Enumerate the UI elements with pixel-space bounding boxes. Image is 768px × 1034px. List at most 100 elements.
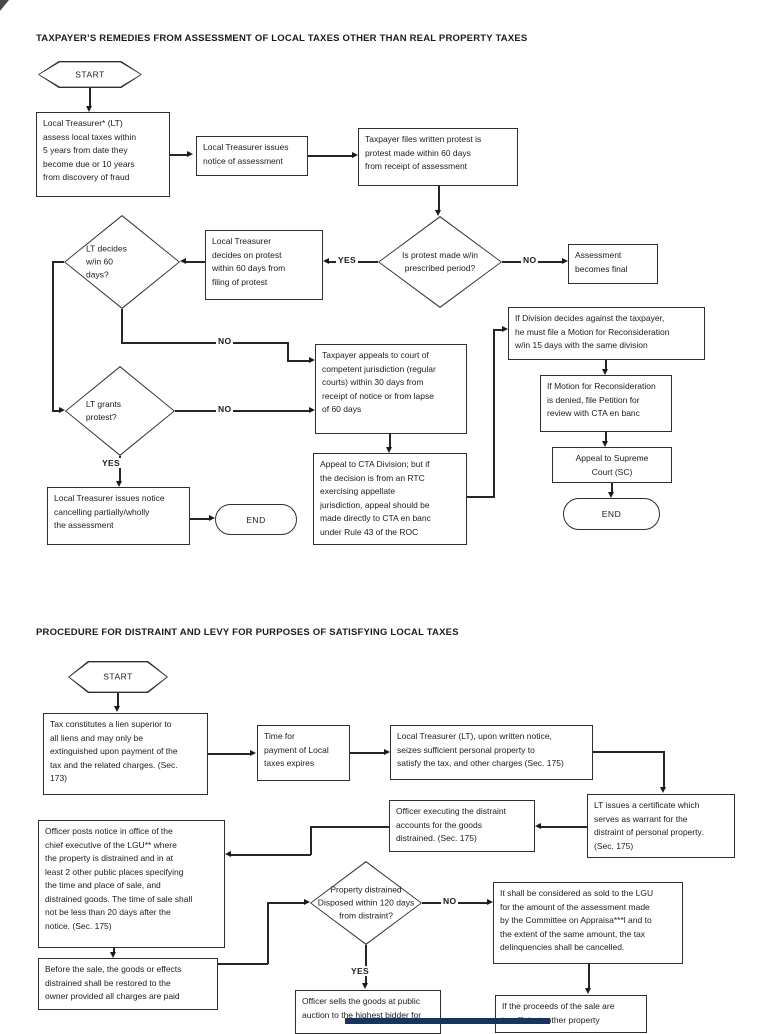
flow-line [218, 963, 268, 965]
node-auction: Officer sells the goods at public auctio… [295, 990, 441, 1034]
label-no: NO [441, 896, 459, 906]
flow-line [287, 360, 309, 362]
node-cta-division: Appeal to CTA Division; but if the decis… [313, 453, 467, 545]
flow-line [186, 261, 205, 263]
arrowhead [187, 151, 193, 157]
decision-lt-decides-60: LT decides w/in 60 days? [64, 215, 180, 309]
arrowhead [608, 492, 614, 498]
node-time-expires: Time for payment of Local taxes expires [257, 725, 350, 781]
flow-line [119, 456, 121, 482]
flow-line [310, 826, 389, 828]
flow-line [287, 342, 289, 361]
flow-line [611, 483, 613, 493]
flow-line [467, 496, 494, 498]
node-tax-lien: Tax constitutes a lien superior to all l… [43, 713, 208, 795]
start-label: START [75, 69, 105, 79]
arrowhead [585, 988, 591, 994]
arrowhead [86, 106, 92, 112]
arrowhead [59, 407, 65, 413]
flow-line [121, 342, 288, 344]
decision-protest-period: Is protest made w/in prescribed period? [378, 216, 502, 308]
label-yes: YES [349, 966, 371, 976]
chart1-title: TAXPAYER’S REMEDIES FROM ASSESSMENT OF L… [36, 33, 528, 44]
node-notice-assessment: Local Treasurer issues notice of assessm… [196, 136, 308, 176]
node-supreme-court: Appeal to Supreme Court (SC) [552, 447, 672, 483]
label-yes: YES [100, 458, 122, 468]
flow-line [52, 410, 59, 412]
node-lt-assess: Local Treasurer* (LT) assess local taxes… [36, 112, 170, 197]
arrowhead [487, 899, 493, 905]
node-division-against: If Division decides against the taxpayer… [508, 307, 705, 360]
flow-line [231, 854, 311, 856]
arrowhead [435, 210, 441, 216]
node-lt-seizes: Local Treasurer (LT), upon written notic… [390, 725, 593, 780]
node-sold-to-lgu: It shall be considered as sold to the LG… [493, 882, 683, 964]
node-restore-goods: Before the sale, the goods or effects di… [38, 958, 218, 1010]
flow-line [438, 186, 440, 211]
arrowhead [362, 983, 368, 989]
flow-line [170, 154, 187, 156]
hexagon-shape [38, 61, 142, 88]
node-cancel-assessment: Local Treasurer issues notice cancelling… [47, 487, 190, 545]
node-certificate-warrant: LT issues a certificate which serves as … [587, 794, 735, 858]
arrowhead [304, 899, 310, 905]
node-assessment-final: Assessment becomes final [568, 244, 658, 284]
flow-line [52, 261, 54, 412]
node-officer-accounts: Officer executing the distraint accounts… [389, 800, 535, 852]
flow-line [310, 826, 312, 855]
node-posts-notice: Officer posts notice in office of the ch… [38, 820, 225, 948]
label-no: NO [216, 336, 234, 346]
arrowhead [114, 706, 120, 712]
node-mr-denied: If Motion for Reconsideration is denied,… [540, 375, 672, 432]
hexagon-shape [68, 661, 168, 693]
arrowhead [384, 749, 390, 755]
flow-line [593, 751, 664, 753]
arrowhead [562, 258, 568, 264]
arrowhead [323, 258, 329, 264]
arrowhead [535, 823, 541, 829]
decision-lt-grants: LT grants protest? [65, 366, 175, 456]
flow-line [605, 360, 607, 370]
flow-line [493, 329, 495, 498]
flow-line [121, 309, 123, 343]
flow-line [588, 964, 590, 989]
flow-line [117, 693, 119, 707]
flow-line [389, 434, 391, 448]
flow-line [208, 753, 251, 755]
flow-line [113, 948, 115, 953]
node-lt-decides-protest: Local Treasurer decides on protest withi… [205, 230, 323, 300]
end-node-2: END [563, 498, 660, 530]
flow-line [605, 432, 607, 442]
flow-line [493, 329, 503, 331]
arrowhead [209, 515, 215, 521]
arrowhead [110, 952, 116, 958]
label-yes: YES [336, 255, 358, 265]
flow-line [365, 945, 367, 984]
arrowhead [309, 357, 315, 363]
arrowhead [602, 369, 608, 375]
flow-line [541, 826, 587, 828]
decision-disposed-120: Property distrained Disposed within 120 … [310, 861, 422, 945]
label-no: NO [216, 404, 234, 414]
arrowhead [180, 258, 186, 264]
flow-line [175, 410, 309, 412]
arrowhead [225, 851, 231, 857]
flow-line [52, 261, 64, 263]
flow-line [308, 155, 352, 157]
arrowhead [660, 787, 666, 793]
arrowhead [352, 152, 358, 158]
start-node-1: START [38, 61, 142, 88]
arrowhead [250, 750, 256, 756]
node-appeals-court: Taxpayer appeals to court of competent j… [315, 344, 467, 434]
bottom-banner [345, 1018, 550, 1024]
flow-line [663, 751, 665, 788]
node-files-protest: Taxpayer files written protest is protes… [358, 128, 518, 186]
flow-line [267, 902, 304, 904]
start-node-2: START [68, 661, 168, 693]
node-proceeds-insufficient: If the proceeds of the sale are insuffic… [495, 995, 647, 1033]
label-no: NO [521, 255, 539, 265]
arrowhead [116, 481, 122, 487]
arrowhead [602, 441, 608, 447]
chart2-title: PROCEDURE FOR DISTRAINT AND LEVY FOR PUR… [36, 627, 459, 638]
